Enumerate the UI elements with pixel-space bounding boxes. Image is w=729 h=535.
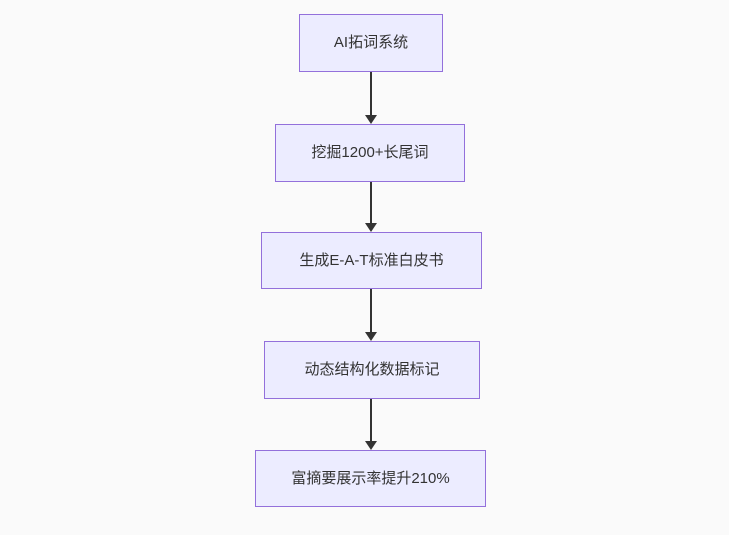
flow-node-label: 富摘要展示率提升210%	[291, 469, 450, 487]
flow-node-rich-snippet-result: 富摘要展示率提升210%	[255, 450, 486, 507]
arrow-head-icon	[364, 115, 377, 124]
flow-edge-4-5	[364, 399, 377, 450]
flow-node-label: 挖掘1200+长尾词	[311, 144, 429, 161]
arrow-head-icon	[364, 223, 377, 232]
flow-node-label: AI拓词系统	[333, 34, 409, 51]
flow-edge-3-4	[364, 289, 377, 341]
arrow-head-icon	[364, 332, 377, 341]
arrow-head-icon	[364, 441, 377, 450]
flow-edge-1-2	[364, 72, 377, 124]
arrow-line	[369, 399, 372, 441]
flow-node-label: 动态结构化数据标记	[304, 361, 440, 378]
flow-node-ai-keyword-system: AI拓词系统	[299, 14, 443, 72]
flow-edge-2-3	[364, 182, 377, 232]
flow-node-label: 生成E-A-T标准白皮书	[299, 251, 444, 269]
arrow-line	[369, 182, 372, 223]
arrow-line	[369, 72, 372, 115]
flow-node-longtail-mining: 挖掘1200+长尾词	[275, 124, 465, 182]
flow-node-structured-data-markup: 动态结构化数据标记	[264, 341, 480, 399]
flow-node-eat-whitepaper: 生成E-A-T标准白皮书	[261, 232, 482, 289]
arrow-line	[369, 289, 372, 332]
